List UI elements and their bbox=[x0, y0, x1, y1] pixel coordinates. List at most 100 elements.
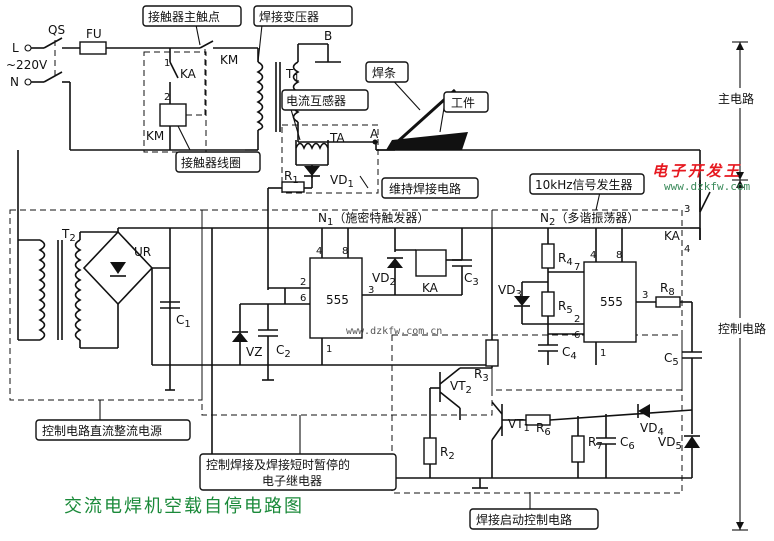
terminal-N bbox=[24, 78, 32, 86]
label-TA: TA bbox=[329, 131, 345, 145]
callout-hold-circuit: 维持焊接电路 bbox=[389, 181, 461, 196]
label-R7: R7 bbox=[588, 435, 603, 452]
watermark-url: www.dzkfw.com.cn bbox=[346, 326, 442, 337]
label-B: B bbox=[324, 29, 332, 43]
callout-signal-gen: 10kHz信号发生器 bbox=[535, 177, 633, 192]
n1-pin8: 8 bbox=[342, 246, 348, 257]
label-C1: C1 bbox=[176, 313, 191, 330]
n1-pin1: 1 bbox=[326, 344, 332, 355]
callout-relay-line2: 电子继电器 bbox=[262, 474, 322, 488]
vd4-diode bbox=[638, 404, 650, 418]
n1-pin4: 4 bbox=[316, 246, 322, 257]
label-R4: R4 bbox=[558, 251, 573, 268]
label-km-coil: KM bbox=[146, 129, 164, 143]
brand-url: www.dzkfw.com bbox=[664, 180, 750, 193]
r4-resistor bbox=[541, 243, 555, 269]
label-L: L bbox=[12, 41, 19, 55]
n1-pin2: 2 bbox=[300, 277, 306, 288]
t1-primary-coil bbox=[256, 61, 264, 131]
callout-contactor-main: 接触器主触点 bbox=[148, 9, 220, 24]
label-VT1: VT1 bbox=[508, 417, 530, 434]
section-brackets bbox=[732, 41, 748, 531]
hold-circuit bbox=[267, 165, 320, 290]
label-T1: T1 bbox=[285, 67, 300, 84]
n2-pin2: 2 bbox=[574, 314, 580, 325]
contactor-section bbox=[159, 45, 206, 150]
n2-pin4: 4 bbox=[590, 250, 596, 261]
label-R8: R8 bbox=[660, 281, 675, 298]
label-C6: C6 bbox=[620, 435, 635, 452]
label-T2: T2 bbox=[61, 227, 76, 244]
dc-supply-region bbox=[9, 209, 203, 401]
r8-resistor bbox=[655, 296, 681, 308]
vz-zener bbox=[232, 332, 248, 342]
callout-relay-line1: 控制焊接及焊接短时暂停的 bbox=[206, 457, 350, 472]
label-N2: N2（多谐振荡器） bbox=[540, 211, 639, 228]
label-R6: R6 bbox=[536, 421, 551, 438]
start-control-region bbox=[391, 334, 683, 494]
callout-start-control: 焊接启动控制电路 bbox=[476, 512, 572, 527]
ka-contact bbox=[169, 61, 179, 79]
n2-pin1: 1 bbox=[600, 348, 606, 359]
label-N: N bbox=[10, 75, 19, 89]
workpiece bbox=[386, 132, 468, 150]
ta-coil bbox=[295, 142, 329, 150]
text-labels: 接触器主触点 焊接变压器 焊条 工件 电流互感器 接触器线圈 维持焊接电路 10… bbox=[6, 9, 766, 527]
callout-weld-transformer: 焊接变压器 bbox=[259, 9, 319, 24]
t2-secondary bbox=[74, 239, 82, 341]
label-VD2: VD2 bbox=[372, 271, 396, 288]
label-R3: R3 bbox=[474, 367, 489, 384]
vd1-diode bbox=[304, 166, 320, 176]
vd3-diode bbox=[514, 296, 530, 306]
r5-resistor bbox=[541, 291, 555, 317]
label-VZ: VZ bbox=[246, 345, 262, 359]
label-voltage: ~220V bbox=[6, 58, 48, 72]
callout-dc-supply: 控制电路直流整流电源 bbox=[42, 423, 162, 438]
callout-contactor-coil: 接触器线圈 bbox=[181, 155, 241, 170]
n1-pin3: 3 bbox=[368, 285, 374, 296]
label-VD3: VD3 bbox=[498, 283, 522, 300]
label-VT2: VT2 bbox=[450, 379, 472, 396]
label-k4: 4 bbox=[684, 244, 690, 255]
diagram-title: 交流电焊机空载自停电路图 bbox=[64, 496, 304, 517]
callout-electrode: 焊条 bbox=[372, 65, 396, 80]
start-control bbox=[211, 228, 700, 489]
label-k3: 3 bbox=[684, 204, 690, 215]
label-VD4: VD4 bbox=[640, 421, 664, 438]
label-VD1: VD1 bbox=[330, 173, 354, 190]
vd5-diode bbox=[684, 436, 700, 448]
qs-switch-L bbox=[43, 37, 63, 49]
chip-n2-label: 555 bbox=[600, 295, 623, 309]
label-ka-relay: KA bbox=[422, 281, 439, 295]
r2-resistor bbox=[423, 437, 437, 465]
hold-circuit-region bbox=[281, 124, 379, 194]
label-R2: R2 bbox=[440, 445, 455, 462]
ka-relay-coil bbox=[415, 249, 447, 277]
label-C4: C4 bbox=[562, 345, 577, 362]
r3-resistor bbox=[485, 339, 499, 367]
label-ka-top: KA bbox=[180, 67, 197, 81]
n2-pin6: 6 bbox=[574, 330, 580, 341]
main-power-circuit bbox=[24, 37, 468, 166]
label-C3: C3 bbox=[464, 271, 479, 288]
r7-resistor bbox=[571, 435, 585, 463]
callout-boxes bbox=[35, 5, 769, 530]
n1-schmitt bbox=[232, 228, 472, 381]
n2-multivibrator bbox=[376, 149, 711, 410]
label-A: A bbox=[370, 127, 379, 141]
label-N1: N1（施密特触发器） bbox=[318, 210, 429, 228]
brand-logo-text: 电子开发王 bbox=[652, 162, 742, 180]
label-R1: R1 bbox=[284, 169, 299, 186]
label-node1: 1 bbox=[164, 58, 170, 69]
dc-supply bbox=[17, 150, 690, 391]
label-R5: R5 bbox=[558, 299, 573, 316]
qs-switch-N bbox=[43, 71, 63, 83]
label-VD5: VD5 bbox=[658, 435, 682, 452]
label-node2: 2 bbox=[164, 92, 170, 103]
n2-pin3: 3 bbox=[642, 290, 648, 301]
label-C5: C5 bbox=[664, 351, 679, 368]
n1-pin6: 6 bbox=[300, 293, 306, 304]
chip-n1-label: 555 bbox=[326, 293, 349, 307]
label-QS: QS bbox=[48, 23, 65, 37]
